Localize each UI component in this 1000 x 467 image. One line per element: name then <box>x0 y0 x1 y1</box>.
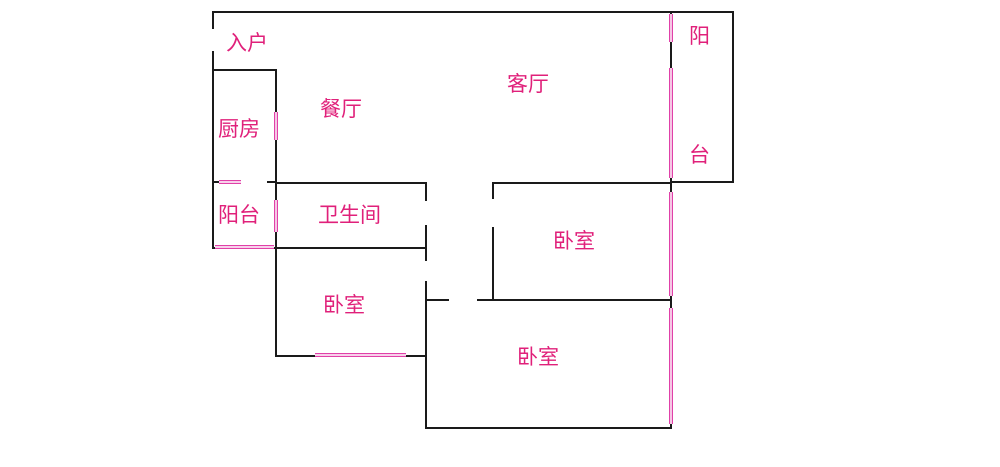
label-bedroom-bottom: 卧室 <box>517 345 559 369</box>
walls <box>212 11 734 429</box>
wall-bathroom-top <box>275 182 427 201</box>
label-bathroom: 卫生间 <box>318 203 381 227</box>
windows <box>215 14 673 424</box>
label-living: 客厅 <box>507 72 549 96</box>
label-kitchen: 厨房 <box>218 117 260 141</box>
room-labels: 入户 厨房 餐厅 客厅 阳 台 阳台 卫生间 卧室 卧室 卧室 <box>218 24 710 369</box>
label-entrance: 入户 <box>226 31 268 55</box>
wall-bedroom-right-top <box>492 182 672 199</box>
label-bedroom-left: 卧室 <box>323 293 365 317</box>
label-balcony-east-bottom: 台 <box>689 143 710 167</box>
label-balcony-small: 阳台 <box>218 203 260 227</box>
label-balcony-east-top: 阳 <box>689 24 710 48</box>
label-bedroom-right: 卧室 <box>553 229 595 253</box>
wall-outer-top <box>212 11 734 183</box>
label-dining: 餐厅 <box>320 97 362 121</box>
